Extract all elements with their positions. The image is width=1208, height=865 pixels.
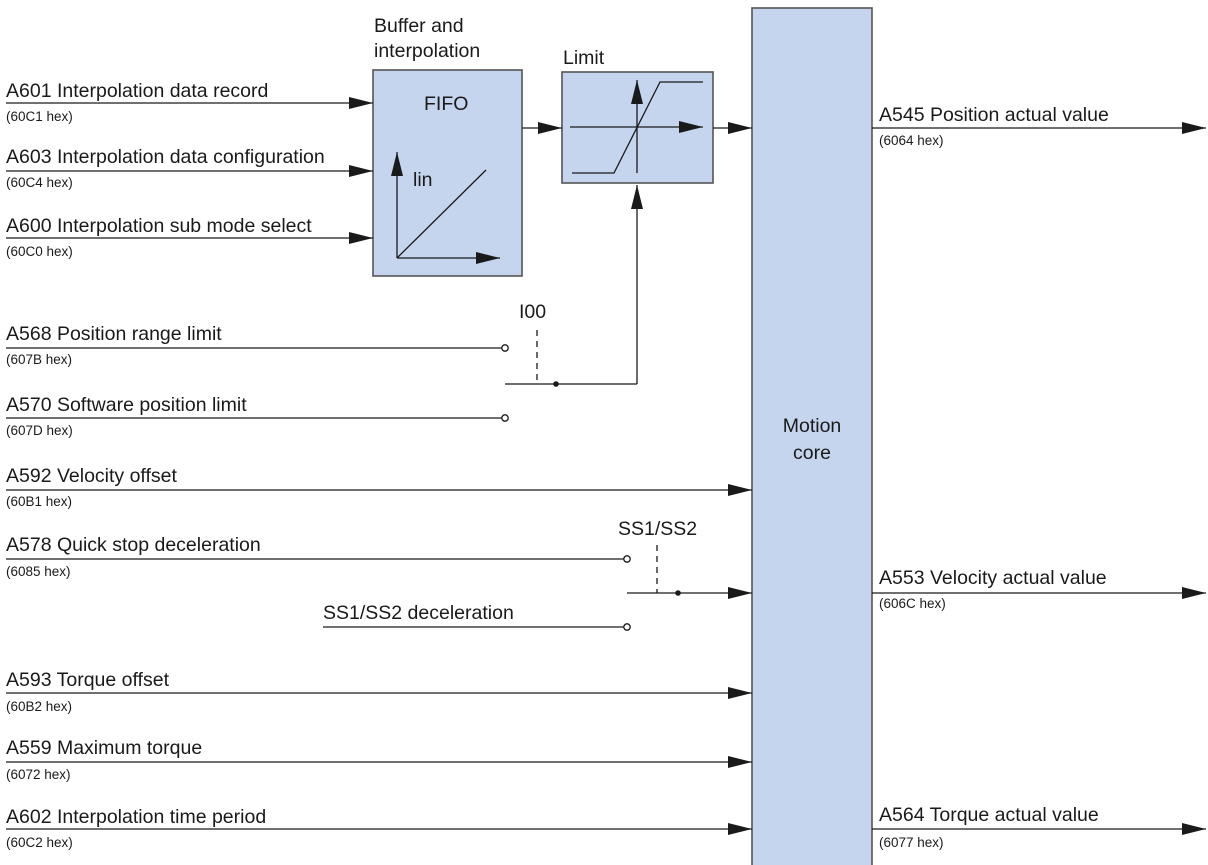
- input-label: A578 Quick stop deceleration: [6, 534, 261, 556]
- input-label: SS1/SS2 deceleration: [323, 602, 514, 624]
- buffer-title-line2: interpolation: [374, 40, 480, 62]
- input-hex: (607B hex): [6, 352, 72, 367]
- input-hex: (60B2 hex): [6, 699, 72, 714]
- input-a559: A559 Maximum torque (6072 hex): [6, 737, 752, 782]
- output-a553: A553 Velocity actual value (606C hex): [872, 567, 1206, 611]
- input-label: A603 Interpolation data configuration: [6, 146, 325, 168]
- limit-title: Limit: [563, 47, 605, 69]
- input-label: A570 Software position limit: [6, 394, 247, 416]
- input-a592: A592 Velocity offset (60B1 hex): [6, 465, 752, 509]
- input-a570: A570 Software position limit (607D hex): [6, 394, 509, 438]
- output-a564: A564 Torque actual value (6077 hex): [872, 804, 1206, 850]
- switch-i00-label: I00: [519, 301, 546, 323]
- switch-contact: [501, 344, 509, 352]
- switch-contact: [501, 414, 509, 422]
- output-label: A564 Torque actual value: [879, 804, 1099, 826]
- input-a578: A578 Quick stop deceleration (6085 hex): [6, 534, 631, 579]
- input-a568: A568 Position range limit (607B hex): [6, 323, 509, 367]
- output-a545: A545 Position actual value (6064 hex): [872, 104, 1206, 148]
- input-label: A592 Velocity offset: [6, 465, 178, 487]
- input-a601: A601 Interpolation data record (60C1 hex…: [6, 80, 373, 124]
- output-label: A545 Position actual value: [879, 104, 1109, 126]
- input-hex: (60C1 hex): [6, 109, 73, 124]
- input-hex: (60B1 hex): [6, 494, 72, 509]
- output-hex: (606C hex): [879, 596, 946, 611]
- output-hex: (6064 hex): [879, 133, 944, 148]
- motion-core-block: Motion core: [751, 7, 873, 865]
- input-a600: A600 Interpolation sub mode select (60C0…: [6, 215, 373, 259]
- output-label: A553 Velocity actual value: [879, 567, 1107, 589]
- switch-contact: [623, 623, 631, 631]
- input-a603: A603 Interpolation data configuration (6…: [6, 146, 373, 190]
- switch-i00: I00: [505, 185, 643, 387]
- switch-ss1ss2: SS1/SS2: [618, 518, 752, 599]
- buffer-interpolation-block: Buffer and interpolation FIFO lin: [372, 15, 523, 277]
- linear-graph-icon: [391, 152, 500, 264]
- input-a593: A593 Torque offset (60B2 hex): [6, 669, 752, 714]
- lin-label: lin: [413, 169, 433, 191]
- junction-dot: [553, 381, 559, 387]
- input-hex: (607D hex): [6, 423, 73, 438]
- input-hex: (6072 hex): [6, 767, 71, 782]
- input-label: A602 Interpolation time period: [6, 806, 266, 828]
- input-label: A568 Position range limit: [6, 323, 222, 345]
- junction-dot: [675, 590, 681, 596]
- limit-block: Limit: [561, 47, 714, 184]
- limit-graph-icon: [570, 80, 703, 174]
- output-hex: (6077 hex): [879, 835, 944, 850]
- input-ss1ss2-deceleration: SS1/SS2 deceleration: [323, 602, 631, 631]
- motion-core-line2: core: [793, 442, 831, 464]
- input-hex: (60C4 hex): [6, 175, 73, 190]
- switch-contact: [623, 555, 631, 563]
- input-label: A601 Interpolation data record: [6, 80, 268, 102]
- buffer-title-line1: Buffer and: [374, 15, 464, 37]
- input-hex: (60C2 hex): [6, 835, 73, 850]
- input-hex: (60C0 hex): [6, 244, 73, 259]
- motion-core-line1: Motion: [783, 415, 842, 437]
- input-label: A600 Interpolation sub mode select: [6, 215, 312, 237]
- input-a602: A602 Interpolation time period (60C2 hex…: [6, 806, 752, 850]
- input-label: A593 Torque offset: [6, 669, 170, 691]
- input-hex: (6085 hex): [6, 564, 71, 579]
- fifo-label: FIFO: [424, 93, 468, 115]
- switch-ss1ss2-label: SS1/SS2: [618, 518, 697, 540]
- input-label: A559 Maximum torque: [6, 737, 202, 759]
